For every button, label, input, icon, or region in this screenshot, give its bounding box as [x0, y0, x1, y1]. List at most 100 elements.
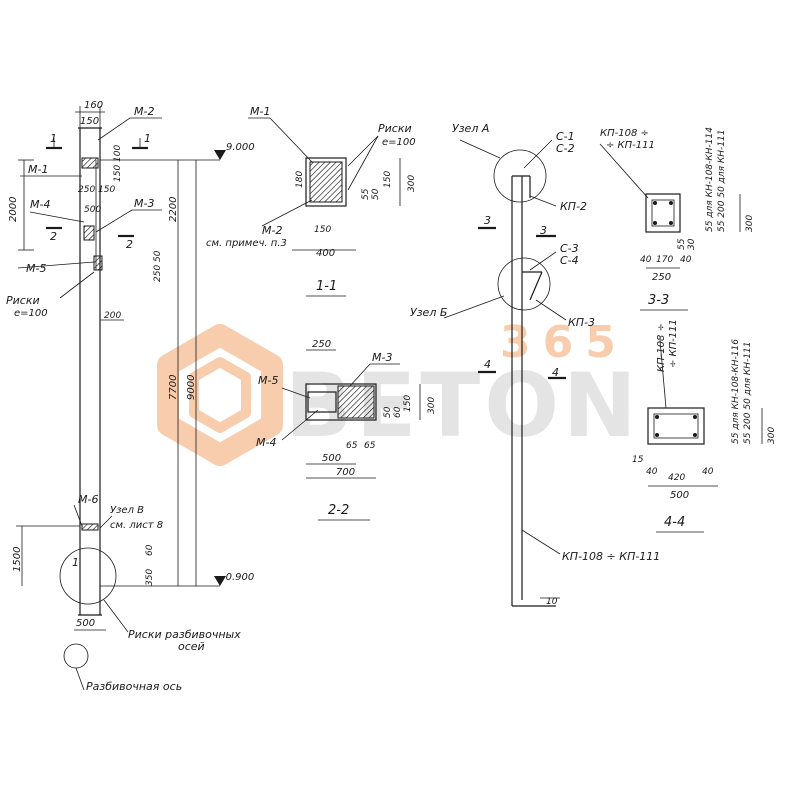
label-axis: Разбивочная ось: [86, 680, 182, 693]
section-1-1: М-1 Риски e=100 180 55 50 150 300 М-2 15…: [206, 105, 417, 297]
dim-7700: 7700: [168, 375, 179, 400]
section-3-3: КП-108 ÷ ÷ КП-111 55 для КН-108-КН-114 5…: [599, 127, 755, 311]
s22-dim-60: 60: [393, 406, 403, 418]
s33-title: 3-3: [648, 293, 669, 308]
s11-dim-300: 300: [407, 175, 417, 192]
s33-side-2: 55 200 50 для КН-111: [717, 130, 727, 233]
s22-dim-250: 250: [312, 339, 331, 350]
label-e100: e=100: [14, 308, 48, 319]
dim-500: 500: [84, 205, 101, 215]
s33-dim-300: 300: [745, 215, 755, 232]
watermark-logo-icon: [157, 324, 283, 466]
s44-kp108-a: КП-108 ÷: [656, 323, 667, 372]
s44-side-1: 55 для КН-108-КН-116: [731, 339, 741, 444]
dim-2000: 2000: [8, 197, 19, 222]
s33-dim-55: 55: [677, 238, 687, 250]
s22-label-m3: М-3: [372, 351, 392, 364]
dim-60: 60: [145, 544, 155, 556]
mark-4-right: 4: [552, 366, 559, 379]
s44-side-2: 55 200 50 для КН-111: [743, 342, 753, 445]
cut-mark-2-left: 2: [50, 230, 57, 243]
watermark: 365 BETON: [157, 317, 637, 466]
label-c4: С-4: [560, 254, 579, 267]
label-kp2: КП-2: [560, 200, 587, 213]
dim-160: 160: [84, 100, 103, 111]
s33-dim-250: 250: [652, 272, 671, 283]
s44-dim-15: 15: [632, 455, 644, 465]
label-sm-list-8: см. лист 8: [110, 520, 163, 531]
s11-dim-180: 180: [295, 171, 305, 188]
label-c3: С-3: [560, 242, 579, 255]
dim-150-100: 150 100: [113, 145, 123, 182]
s11-label-m1: М-1: [250, 105, 270, 118]
label-kp108: КП-108 ÷ КП-111: [562, 550, 660, 563]
dim-1500: 1500: [12, 547, 23, 572]
s11-dim-50: 50: [371, 188, 381, 200]
label-m4: М-4: [30, 198, 50, 211]
dim-250-150: 250 150: [78, 185, 115, 195]
s44-dim-500: 500: [670, 490, 689, 501]
s22-label-m5: М-5: [258, 374, 278, 387]
s22-dim-65b: 65: [364, 441, 376, 451]
dim-9000: 9000: [186, 375, 197, 400]
s11-label-e100: e=100: [382, 137, 416, 148]
s11-note: см. примеч. п.3: [206, 238, 287, 249]
s22-dim-50: 50: [383, 406, 393, 418]
label-m2: М-2: [134, 105, 154, 118]
label-c1: С-1: [556, 130, 575, 143]
dim-350: 350: [145, 569, 155, 586]
label-m5: М-5: [26, 262, 46, 275]
s22-label-m4: М-4: [256, 436, 276, 449]
dim-2200: 2200: [168, 197, 179, 222]
section-4-4: КП-108 ÷ ÷ КП-111 55 для КН-108-КН-116 5…: [632, 319, 777, 533]
dim-200: 200: [104, 311, 121, 321]
s11-dim-400: 400: [316, 248, 335, 259]
label-c2: С-2: [556, 142, 575, 155]
bracket-elevation: Узел А С-1 С-2 КП-2 3 3 С-3 С-4 Узел Б К…: [410, 122, 660, 607]
watermark-number: 365: [500, 317, 628, 368]
s33-kp108-b: ÷ КП-111: [606, 140, 655, 151]
s44-title: 4-4: [664, 515, 685, 530]
dim-500-bottom: 500: [76, 618, 95, 629]
mark-4-left: 4: [484, 358, 491, 371]
cut-mark-1-left: 1: [50, 132, 57, 145]
mark-3-right: 3: [540, 224, 547, 237]
s22-dim-300: 300: [427, 397, 437, 414]
label-risk: Риски: [6, 294, 40, 307]
s11-label-risk: Риски: [378, 122, 412, 135]
label-m1: М-1: [28, 163, 48, 176]
s33-side-1: 55 для КН-108-КН-114: [705, 127, 715, 232]
s22-dim-150: 150: [403, 395, 413, 412]
label-risk-axes-1: Риски разбивочных: [128, 628, 241, 641]
level-top: 9.000: [226, 142, 255, 153]
label-kp3: КП-3: [568, 316, 595, 329]
s44-dim-40a: 40: [646, 467, 658, 477]
column-elevation: 160 150 М-2 1 1 М-1 150 100 250 150 2000…: [6, 100, 255, 693]
label-m3: М-3: [134, 197, 154, 210]
cut-mark-1-right: 1: [144, 132, 151, 145]
s22-dim-700: 700: [336, 467, 355, 478]
s22-dim-65a: 65: [346, 441, 358, 451]
level-bottom: -0.900: [222, 572, 254, 583]
s33-dim-40b: 40: [680, 255, 692, 265]
label-uzel-b: Узел Б: [410, 306, 447, 319]
cut-mark-2-right: 2: [126, 238, 133, 251]
s11-dim-150-side: 150: [383, 171, 393, 188]
s33-dim-170: 170: [656, 255, 673, 265]
dim-10: 10: [546, 597, 558, 607]
label-risk-axes-2: осей: [178, 640, 205, 653]
section-2-2: 250 М-3 М-5 М-4 50 60 150 300 65 65 500 …: [256, 339, 437, 521]
s44-kp108-b: ÷ КП-111: [668, 319, 679, 368]
dim-250-50: 250 50: [153, 250, 163, 282]
s33-dim-40a: 40: [640, 255, 652, 265]
s11-title: 1-1: [316, 279, 337, 294]
label-uzel-v: Узел В: [110, 505, 144, 516]
s22-dim-500: 500: [322, 453, 341, 464]
mark-3-left: 3: [484, 214, 491, 227]
s11-label-m2: М-2: [262, 224, 282, 237]
node-1: 1: [72, 556, 79, 569]
s11-dim-55: 55: [361, 188, 371, 200]
s33-dim-30: 30: [687, 238, 697, 250]
s44-dim-40b: 40: [702, 467, 714, 477]
